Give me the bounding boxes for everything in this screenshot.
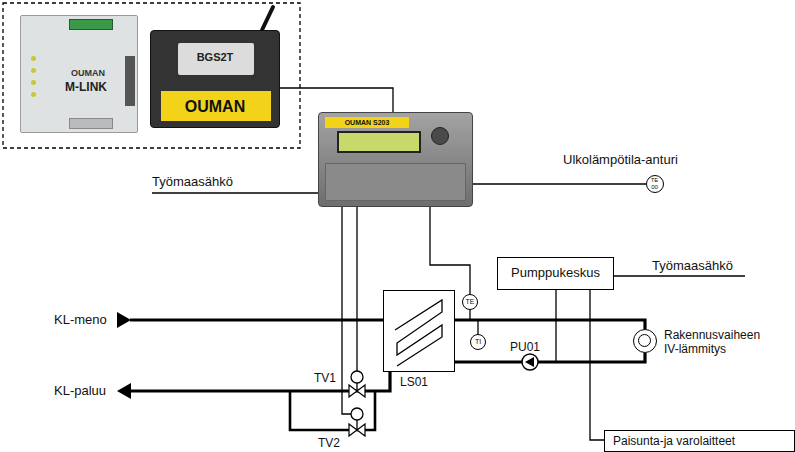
node-text: TE 00 <box>648 177 661 190</box>
heat-exchanger: LS01 <box>383 290 455 372</box>
led <box>31 56 36 61</box>
power-wire <box>614 275 745 276</box>
led <box>31 80 36 85</box>
valve-actuator <box>351 408 363 420</box>
node-text: TI <box>475 337 481 346</box>
text-label: TV1 <box>314 371 336 385</box>
control-wire <box>356 207 357 371</box>
connector-strip <box>125 56 135 106</box>
pump-triangle <box>525 357 534 367</box>
node-text: OUMAN S203 <box>345 118 390 127</box>
flow-arrow <box>117 383 131 399</box>
valve-actuator <box>351 371 363 383</box>
valve-symbol <box>357 424 365 436</box>
power-wire <box>152 192 318 193</box>
terminal-block <box>69 19 113 30</box>
inner-ring <box>638 334 651 347</box>
valve-symbol <box>349 424 357 436</box>
node-text: M-LINK <box>65 80 107 94</box>
sensor-circle: TE <box>462 294 478 310</box>
dashed-frame <box>3 3 300 148</box>
wire-connector <box>473 183 646 184</box>
valve-symbol <box>357 385 365 397</box>
heating-coil-circle: Rakennusvaiheen IV-lämmitys <box>633 329 657 353</box>
pipe-connector <box>455 320 645 329</box>
wire-connector <box>280 88 393 112</box>
control-knob <box>431 127 449 145</box>
heat-exchanger-coil <box>395 300 442 366</box>
text-label: TV2 <box>318 436 340 450</box>
device-module: OUMANM-LINK <box>20 15 138 133</box>
process-box: Paisunta-ja varolaitteet <box>604 430 795 452</box>
controller-unit: OUMAN S203 <box>318 112 473 207</box>
gsm-modem: BGS2T OUMAN <box>150 30 280 128</box>
pipe-connector <box>455 353 645 362</box>
node-text: OUMAN <box>185 97 245 116</box>
text-label: KL-paluu <box>54 383 106 399</box>
node-text: Pumppukeskus <box>511 265 600 281</box>
sensor-circle: TE 00 <box>646 175 664 193</box>
valve-symbol <box>349 385 357 397</box>
terminal-block <box>69 118 113 129</box>
wire-connector <box>590 290 604 440</box>
bypass-pipe <box>290 391 375 430</box>
led <box>31 92 36 97</box>
led <box>31 68 36 73</box>
node-text: Rakennusvaiheen IV-lämmitys <box>664 328 776 356</box>
sensor-stem <box>469 310 470 320</box>
node-text: LS01 <box>400 375 428 389</box>
text-label: Työmaasähkö <box>152 174 233 190</box>
text-label: Ulkolämpötila-anturi <box>563 152 678 168</box>
text-label: PU01 <box>510 340 540 354</box>
node-text: BGS2T <box>197 51 234 64</box>
text-label: Työmaasähkö <box>652 258 733 274</box>
valve-stem <box>356 420 357 430</box>
control-wire <box>342 207 351 414</box>
flow-arrow <box>117 312 131 328</box>
pump-symbol <box>522 354 538 370</box>
antenna <box>262 7 273 30</box>
process-box: Pumppukeskus <box>497 257 614 290</box>
text-label: KL-meno <box>54 312 107 328</box>
sensor-stem <box>477 320 478 334</box>
display-screen <box>337 131 421 153</box>
sensor-circle: TI <box>470 334 486 350</box>
pump-wire <box>555 290 556 362</box>
supply-pipe <box>130 318 383 321</box>
node-text: Paisunta-ja varolaitteet <box>613 434 735 448</box>
node-text: OUMAN <box>71 68 105 79</box>
node-text: TE <box>466 297 475 306</box>
wire-connector <box>430 207 470 294</box>
lower-panel <box>325 163 466 201</box>
valve-stem <box>356 383 357 391</box>
